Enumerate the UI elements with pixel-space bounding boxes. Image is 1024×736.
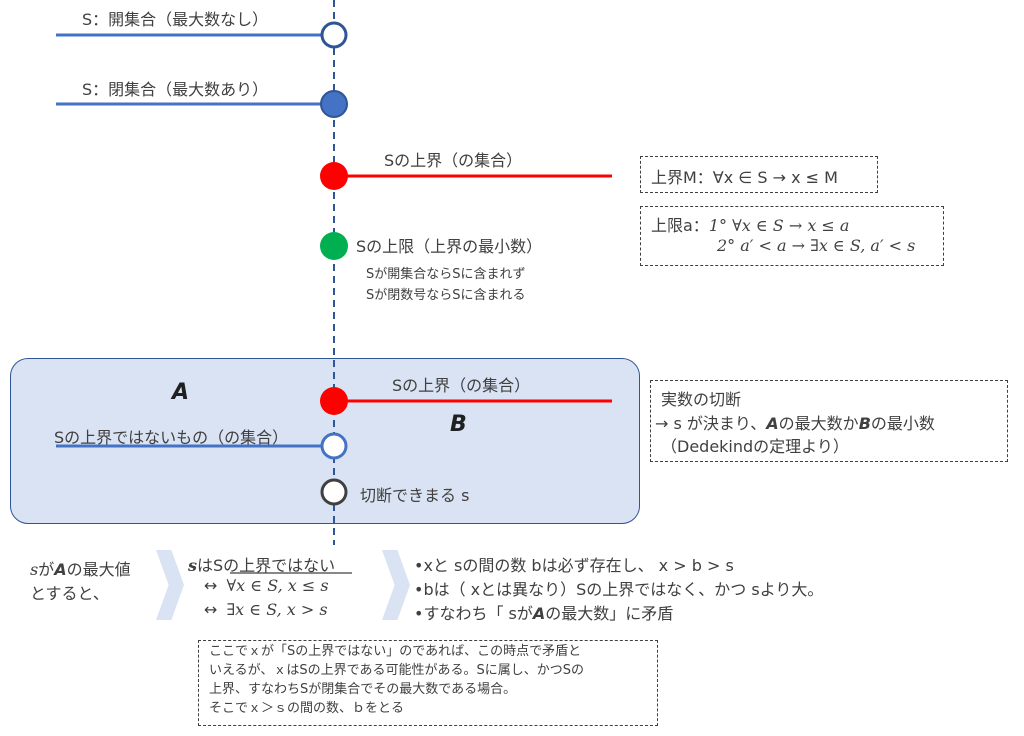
step-equivalence-1: ↔ ∀x ∈ S, x ≤ s [204, 576, 329, 595]
supremum-definition-line1: 上限a：1° ∀x ∈ S → x ≤ a [651, 212, 849, 236]
supremum-condition-1: 1° ∀x ∈ S → x ≤ a [708, 216, 850, 235]
premise-A: A [54, 560, 67, 579]
conclusion-3-post: の最大数」に矛盾 [545, 604, 674, 623]
upper-bound-label: Sの上界（の集合） [384, 151, 523, 170]
footnote-box: ここでｘが「Sの上界ではない」のであれば、この時点で矛盾と いえるが、ｘはSの上… [198, 640, 658, 726]
premise-rest: の最大値 [66, 560, 131, 579]
cut-upper-point [320, 387, 348, 415]
premise-line1: sがAの最大値 [30, 556, 131, 580]
conclusion-3-A: A [532, 604, 546, 623]
closed-set-label: S：閉集合（最大数あり） [82, 80, 269, 99]
set-B-label: B [450, 412, 467, 437]
supremum-point [320, 232, 348, 260]
step-head-text: はSの上界ではない [197, 556, 336, 575]
upper-bound-definition-box: 上界M：∀x ∈ S → x ≤ M [640, 156, 878, 193]
supremum-label: Sの上限（上界の最小数） [356, 237, 543, 256]
footnote-line2: いえるが、ｘはSの上界である可能性がある。Sに属し、かつSの [209, 663, 584, 678]
dedekind-note-B: B [858, 414, 871, 433]
supremum-definition-box: 上限a：1° ∀x ∈ S → x ≤ a 2° a′ < a → ∃x ∈ S… [640, 206, 944, 266]
upper-bound-definition-text: 上界M：∀x ∈ S → x ≤ M [651, 168, 838, 187]
conclusion-1: •xと sの間の数 bは必ず存在し、 x > b > s [414, 556, 734, 575]
cut-upper-label: Sの上界（の集合） [392, 376, 531, 395]
conclusion-3: •すなわち「 sがAの最大数」に矛盾 [414, 600, 673, 624]
footnote-line1: ここでｘが「Sの上界ではない」のであれば、この時点で矛盾と [209, 644, 582, 659]
closed-endpoint [320, 90, 348, 118]
equivalence-arrow-2: ↔ [204, 600, 218, 619]
supremum-definition-prefix: 上限a： [651, 216, 709, 235]
premise-line2: とすると、 [30, 584, 109, 603]
dedekind-note-mid: の最大数か [778, 414, 859, 433]
footnote-line4: そこでｘ＞ｓの間の数、ｂをとる [209, 701, 405, 716]
footnote-line3: 上界、すなわちSが閉集合でその最大数である場合。 [209, 682, 517, 697]
cut-lower-endpoint [320, 432, 348, 460]
open-endpoint [320, 21, 348, 49]
upper-bound-point [320, 162, 348, 190]
supremum-note-1: Sが開集合ならSに含まれず [366, 267, 526, 282]
dedekind-note-line1: 実数の切断 [661, 390, 742, 409]
premise-s: s [30, 560, 39, 579]
equivalence-arrow-1: ↔ [204, 576, 218, 595]
premise-ga: が [38, 560, 55, 579]
upper-bound-definition: 上界M：∀x ∈ S → x ≤ M [651, 164, 838, 188]
step-heading: sはSの上界ではない [188, 552, 335, 576]
supremum-note-2: Sが閉数号ならSに含まれる [366, 288, 526, 303]
supremum-condition-2: 2° a′ < a → ∃x ∈ S, a′ < s [717, 236, 916, 255]
dedekind-note-prefix: → s が決まり、 [655, 414, 767, 433]
step-s: s [188, 556, 198, 575]
open-set-label: S：開集合（最大数なし） [82, 10, 269, 29]
step-eq1-formula: ∀x ∈ S, x ≤ s [226, 576, 329, 595]
step-eq2-formula: ∃x ∈ S, x > s [226, 600, 328, 619]
conclusion-2: •bは（ xとは異なり）Sの上界ではなく、かつ sより大。 [414, 580, 824, 599]
cut-point-label: 切断できまる s [360, 486, 470, 505]
dedekind-note-A: A [766, 414, 779, 433]
cut-lower-label: Sの上界ではないもの（の集合） [54, 428, 289, 447]
conclusion-3-pre: •すなわち「 sが [414, 604, 533, 623]
dedekind-note-line3: （Dedekindの定理より） [661, 437, 849, 456]
dedekind-note-line2: → s が決まり、Aの最大数かBの最小数 [655, 410, 935, 434]
cut-point [320, 478, 348, 506]
supremum-definition-line2: 2° a′ < a → ∃x ∈ S, a′ < s [717, 236, 915, 255]
set-A-label: A [172, 380, 190, 405]
dedekind-note-suffix: の最小数 [870, 414, 935, 433]
dedekind-note-box: 実数の切断 → s が決まり、Aの最大数かBの最小数 （Dedekindの定理よ… [650, 380, 1008, 462]
step-equivalence-2: ↔ ∃x ∈ S, x > s [204, 600, 328, 619]
